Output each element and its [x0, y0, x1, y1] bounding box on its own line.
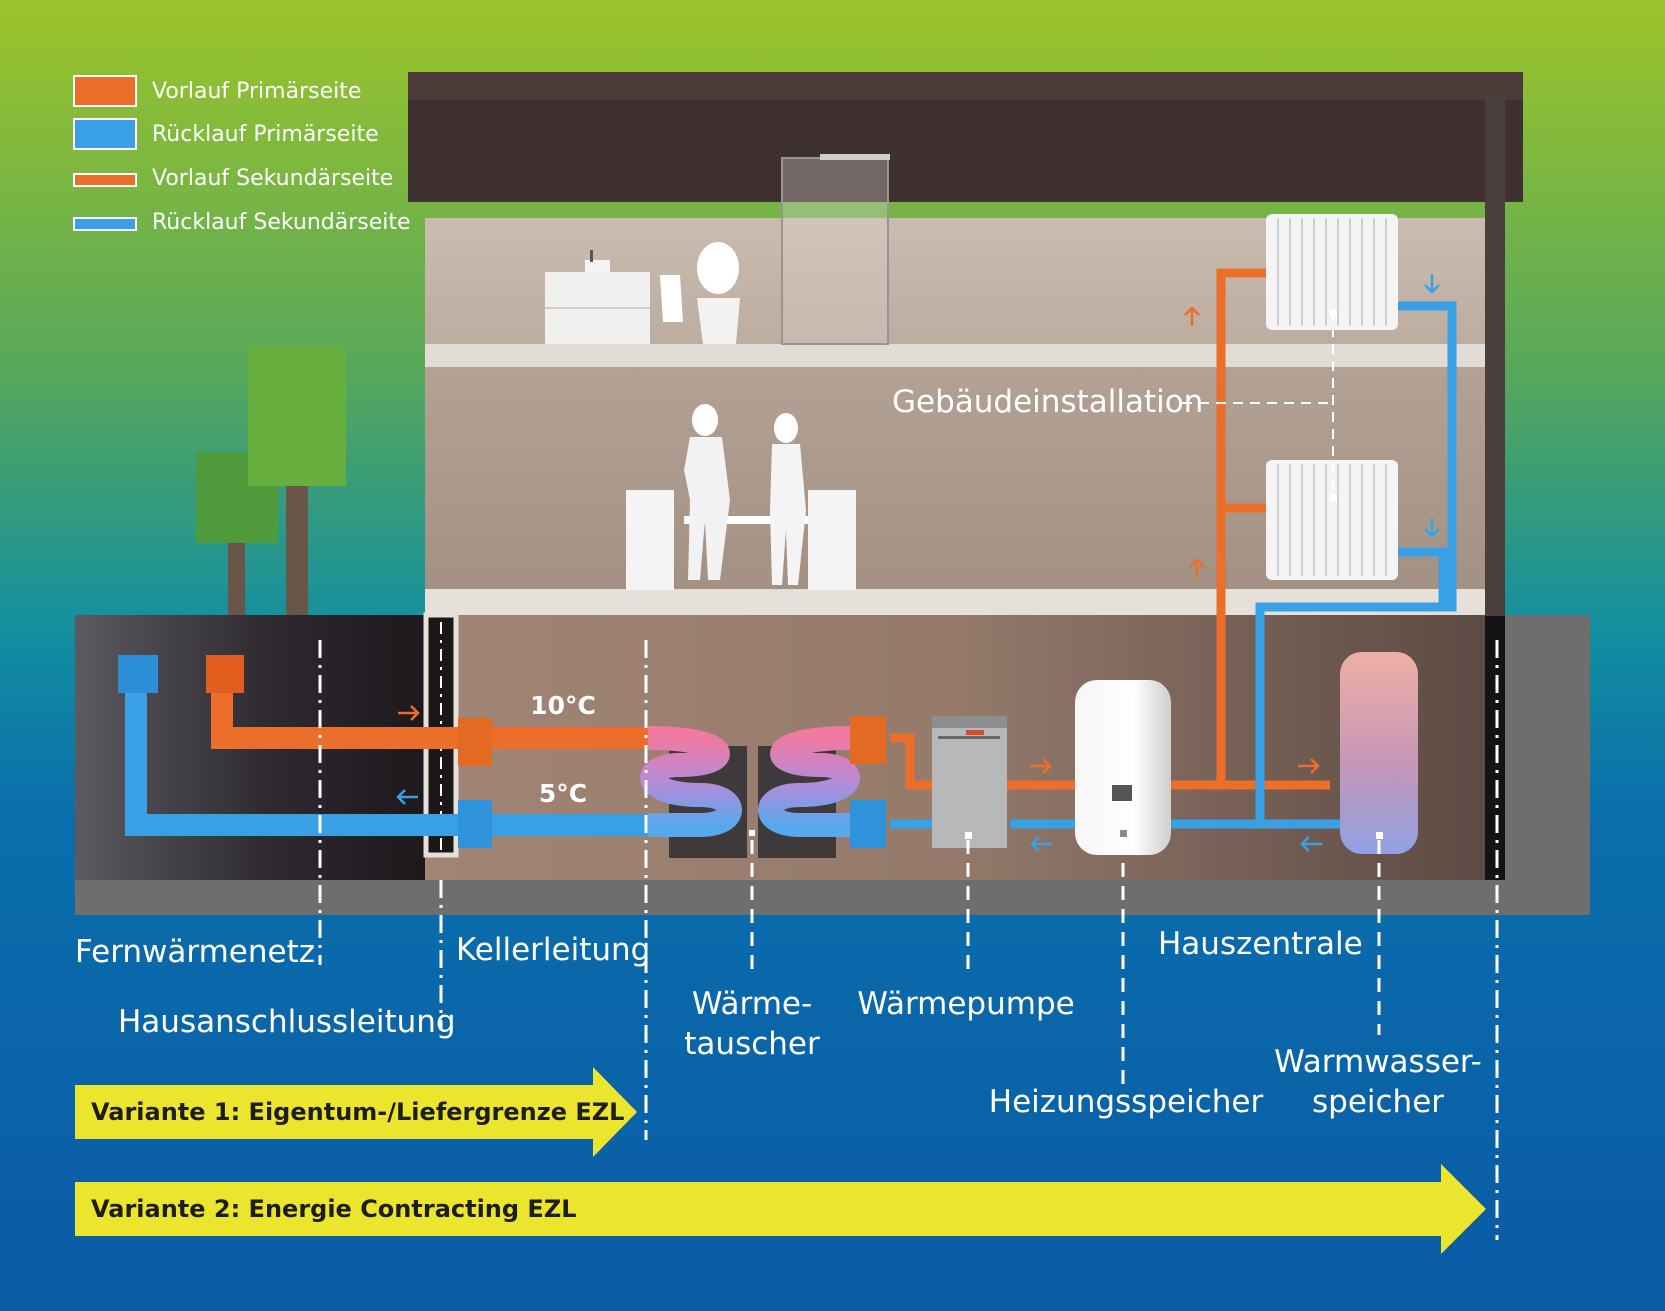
outer-wall-right-upper	[1485, 96, 1505, 616]
flow-arrow-icon	[398, 705, 420, 721]
basement-line-label: Kellerleitung	[456, 932, 650, 968]
heating-storage-label: Heizungsspeicher	[989, 1084, 1264, 1120]
return-temperature: 5°C	[539, 779, 587, 808]
variant-2-arrow: Variante 2: Energie Contracting EZL	[75, 1164, 1486, 1254]
supply-temperature: 10°C	[530, 691, 596, 720]
hot-water-label-1: Warmwasser-	[1274, 1044, 1482, 1080]
radiator-icon	[1266, 460, 1398, 580]
hot-water-label-2: speicher	[1312, 1084, 1444, 1120]
toilet-icon	[697, 242, 740, 344]
flow-arrow-icon	[1030, 758, 1052, 774]
person-icon	[684, 404, 730, 580]
heat-exchanger-label-2: tauscher	[684, 1026, 820, 1062]
flow-arrow-icon	[1424, 274, 1440, 294]
bath-cabinet	[545, 250, 650, 344]
heat-exchanger-label-1: Wärme-	[692, 986, 812, 1022]
tank-icon	[1075, 680, 1171, 855]
legend-swatch	[73, 173, 137, 187]
house-connection-label: Hausanschlussleitung	[118, 1004, 456, 1040]
building-installation-label: Gebäudeinstallation	[892, 384, 1203, 420]
variant-1-arrow: Variante 1: Eigentum-/Liefergrenze EZL	[75, 1067, 637, 1157]
legend: Vorlauf Primärseite Rücklauf Primärseite…	[73, 75, 411, 235]
floor-slab-upper	[425, 344, 1485, 367]
heat-exchanger-icon	[640, 726, 747, 858]
heat-exchanger-icon	[758, 726, 860, 858]
tree-icon	[248, 346, 346, 615]
person-icon	[770, 413, 806, 585]
flow-arrow-icon	[396, 789, 418, 805]
secondary-return-pipe	[890, 301, 1457, 829]
flow-arrow-icon	[1030, 836, 1052, 852]
flow-arrow-icon	[1300, 836, 1322, 852]
flow-arrow-icon	[1424, 518, 1440, 538]
legend-swatch	[73, 118, 137, 150]
legend-label: Vorlauf Sekundärseite	[152, 166, 393, 191]
dining-table	[626, 490, 856, 590]
variant-2-label: Variante 2: Energie Contracting EZL	[91, 1195, 577, 1223]
shower-icon	[781, 154, 890, 345]
district-network-label: Fernwärmenetz	[75, 934, 315, 970]
legend-label: Vorlauf Primärseite	[152, 79, 361, 104]
flow-arrow-icon	[1298, 758, 1320, 774]
flow-arrow-icon	[1189, 558, 1205, 578]
outer-wall-right	[1485, 615, 1505, 880]
legend-swatch	[73, 75, 137, 107]
radiator-icon	[1266, 214, 1398, 330]
legend-label: Rücklauf Primärseite	[152, 122, 379, 147]
tank-icon	[1340, 652, 1418, 854]
legend-swatch	[73, 217, 137, 231]
flow-arrow-icon	[1184, 306, 1200, 326]
heat-pump-icon	[932, 716, 1007, 848]
house-central-label: Hauszentrale	[1158, 926, 1363, 962]
heat-pump-label: Wärmepumpe	[857, 986, 1074, 1022]
towel-icon	[660, 275, 683, 322]
legend-label: Rücklauf Sekundärseite	[152, 210, 411, 235]
variant-1-label: Variante 1: Eigentum-/Liefergrenze EZL	[91, 1098, 624, 1126]
